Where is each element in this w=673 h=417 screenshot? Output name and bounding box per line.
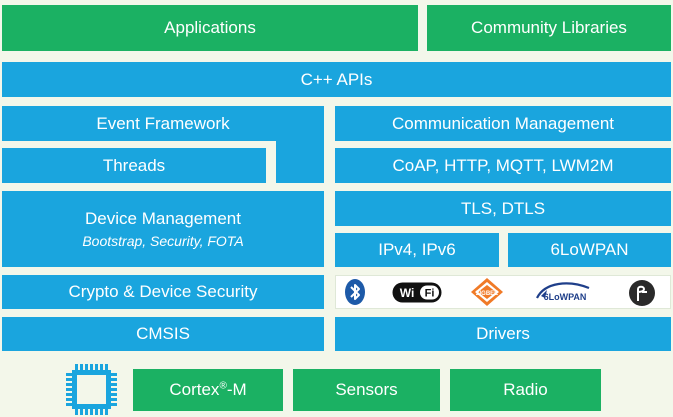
cortex-m-suffix: -M bbox=[226, 380, 247, 400]
communication-management-label: Communication Management bbox=[391, 113, 615, 133]
drivers-label: Drivers bbox=[476, 324, 530, 344]
cortex-m-mark: ® bbox=[219, 380, 227, 392]
event-framework-label: Event Framework bbox=[96, 113, 230, 133]
cortex-m-text: Cortex bbox=[169, 380, 220, 400]
cmsis-box: CMSIS bbox=[2, 317, 324, 351]
device-management-label: Device Management bbox=[85, 209, 241, 229]
device-management-sublabel: Bootstrap, Security, FOTA bbox=[82, 232, 244, 249]
crypto-security-label: Crypto & Device Security bbox=[68, 282, 258, 302]
community-libraries-label: Community Libraries bbox=[471, 18, 627, 38]
cortex-m-box: Cortex®-M bbox=[133, 369, 283, 411]
6lowpan-logo: 6LoWPAN bbox=[531, 280, 595, 304]
applications-box: Applications bbox=[2, 5, 418, 51]
cmsis-label: CMSIS bbox=[136, 324, 190, 344]
threads-box: Threads bbox=[2, 148, 266, 183]
sixlowpan-box: 6LoWPAN bbox=[508, 233, 671, 267]
zigbee-logo-text: ZIGBEE bbox=[476, 291, 498, 297]
6lowpan-logo-text: 6LoWPAN bbox=[544, 292, 587, 302]
sensors-box: Sensors bbox=[293, 369, 440, 411]
event-framework-box: Event Framework bbox=[2, 106, 324, 141]
cpp-apis-label: C++ APIs bbox=[300, 69, 373, 89]
ipv4-ipv6-label: IPv4, IPv6 bbox=[378, 240, 456, 260]
zigbee-logo: ZIGBEE bbox=[470, 277, 504, 307]
tls-dtls-label: TLS, DTLS bbox=[460, 198, 546, 218]
crypto-security-box: Crypto & Device Security bbox=[2, 275, 324, 309]
tls-dtls-box: TLS, DTLS bbox=[335, 191, 671, 226]
device-management-box: Device Management Bootstrap, Security, F… bbox=[2, 191, 324, 267]
radio-label: Radio bbox=[503, 380, 548, 400]
wifi-logo-text-right: Fi bbox=[425, 288, 435, 300]
thread-logo bbox=[628, 279, 656, 307]
applications-label: Applications bbox=[164, 18, 256, 38]
chip-icon bbox=[64, 362, 120, 417]
ipv4-ipv6-box: IPv4, IPv6 bbox=[335, 233, 499, 267]
coap-stack-box: CoAP, HTTP, MQTT, LWM2M bbox=[335, 148, 671, 183]
sixlowpan-label: 6LoWPAN bbox=[550, 240, 629, 260]
radio-box: Radio bbox=[450, 369, 601, 411]
drivers-box: Drivers bbox=[335, 317, 671, 351]
cpp-apis-box: C++ APIs bbox=[2, 62, 671, 97]
wifi-logo-text-left: Wi bbox=[400, 286, 415, 300]
community-libraries-box: Community Libraries bbox=[427, 5, 671, 51]
threads-label: Threads bbox=[102, 155, 166, 175]
cortex-m-label: Cortex®-M bbox=[169, 380, 246, 400]
event-framework-extension bbox=[276, 141, 324, 183]
wifi-logo: Wi Fi bbox=[392, 282, 442, 303]
sensors-label: Sensors bbox=[335, 380, 398, 400]
communication-management-box: Communication Management bbox=[335, 106, 671, 141]
bluetooth-icon bbox=[343, 278, 367, 306]
coap-stack-label: CoAP, HTTP, MQTT, LWM2M bbox=[392, 155, 614, 175]
